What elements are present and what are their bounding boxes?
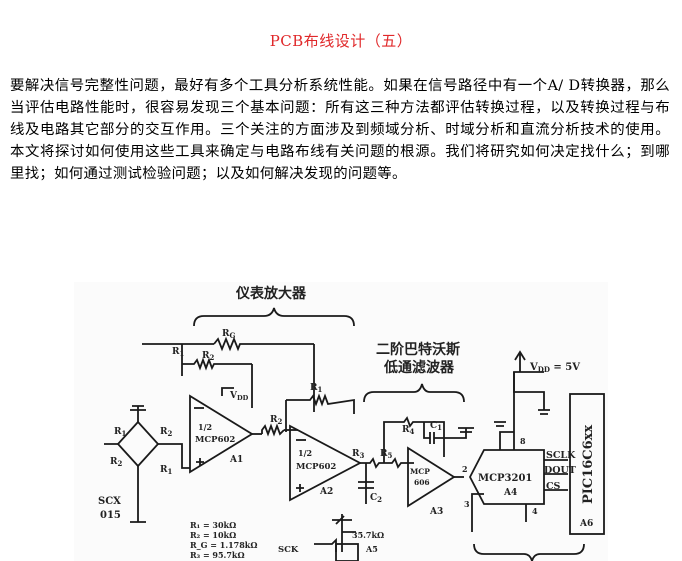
- opamp-a1: [189, 394, 254, 474]
- svg-text:35.7kΩ: 35.7kΩ: [352, 530, 384, 540]
- svg-text:R₁ = 30kΩ: R₁ = 30kΩ: [190, 520, 236, 530]
- svg-text:R1: R1: [160, 465, 172, 476]
- resistor-r2-top: [182, 357, 252, 371]
- brace-inst-amp: [193, 307, 355, 327]
- svg-text:R_G = 1.178kΩ: R_G = 1.178kΩ: [190, 540, 257, 550]
- svg-text:C1: C1: [430, 421, 442, 432]
- svg-text:R₂ = 10kΩ: R₂ = 10kΩ: [190, 530, 236, 540]
- svg-text:4: 4: [532, 506, 538, 516]
- circuit-figure: 仪表放大器 二阶巴特沃斯 低通滤波器 RG R1 R2 1/2 MCP602 A…: [74, 282, 608, 561]
- label-filter-2: 低通滤波器: [383, 359, 455, 376]
- svg-text:A3: A3: [429, 507, 443, 517]
- brace-adc: [473, 543, 585, 561]
- page-title: PCB布线设计（五）: [269, 32, 413, 50]
- svg-text:CS: CS: [546, 481, 561, 492]
- svg-text:MCP602: MCP602: [296, 462, 336, 472]
- resistor-rg: [213, 336, 314, 352]
- svg-text:VDD = 5V: VDD = 5V: [529, 362, 580, 374]
- svg-text:1/2: 1/2: [198, 422, 212, 432]
- svg-text:RG: RG: [222, 329, 235, 340]
- mcu-pic16c6xx: [569, 393, 605, 535]
- svg-text:SCLK: SCLK: [546, 450, 576, 461]
- opamp-a2: [289, 424, 362, 502]
- svg-text:SCX: SCX: [98, 496, 121, 507]
- svg-text:DOUT: DOUT: [544, 465, 576, 476]
- svg-text:MCP3201: MCP3201: [478, 473, 532, 484]
- svg-text:R5: R5: [380, 449, 392, 460]
- svg-text:MCP602: MCP602: [195, 435, 235, 445]
- adc-mcp3201: [468, 449, 545, 505]
- svg-text:A1: A1: [229, 455, 243, 465]
- svg-text:R3: R3: [352, 449, 364, 460]
- brace-filter: [363, 383, 465, 403]
- svg-text:MCP: MCP: [410, 467, 430, 476]
- svg-text:A5: A5: [365, 544, 378, 554]
- svg-text:R2: R2: [160, 427, 172, 438]
- body-paragraph: 要解决信号完整性问题，最好有多个工具分析系统性能。如果在信号路径中有一个A/ D…: [10, 78, 670, 182]
- svg-text:1/2: 1/2: [298, 448, 312, 458]
- svg-text:R1: R1: [310, 383, 322, 394]
- label-inst-amp: 仪表放大器: [235, 285, 307, 302]
- svg-text:A6: A6: [579, 519, 593, 529]
- svg-text:R1: R1: [114, 427, 126, 438]
- svg-text:C2: C2: [370, 493, 382, 504]
- svg-text:R2: R2: [202, 351, 214, 362]
- svg-text:A4: A4: [503, 488, 517, 498]
- svg-text:015: 015: [100, 510, 121, 521]
- svg-text:606: 606: [414, 478, 430, 487]
- resistor-r1-right: [286, 393, 355, 414]
- svg-text:8: 8: [520, 436, 526, 446]
- svg-text:SCK: SCK: [278, 545, 299, 555]
- svg-text:R4: R4: [402, 425, 414, 436]
- svg-text:2: 2: [462, 464, 468, 474]
- svg-text:3: 3: [464, 499, 470, 509]
- svg-text:VDD: VDD: [229, 391, 249, 402]
- svg-text:R2: R2: [270, 415, 282, 426]
- svg-text:A2: A2: [319, 487, 333, 497]
- svg-text:R1: R1: [172, 347, 184, 358]
- svg-text:R2: R2: [110, 457, 122, 468]
- label-filter-1: 二阶巴特沃斯: [376, 341, 460, 358]
- circuit-diagram: 仪表放大器 二阶巴特沃斯 低通滤波器 RG R1 R2 1/2 MCP602 A…: [98, 285, 605, 561]
- svg-text:R₃ = 95.7kΩ: R₃ = 95.7kΩ: [190, 550, 245, 560]
- opamp-a3: [407, 446, 456, 508]
- svg-text:PIC16C6xx: PIC16C6xx: [581, 425, 596, 504]
